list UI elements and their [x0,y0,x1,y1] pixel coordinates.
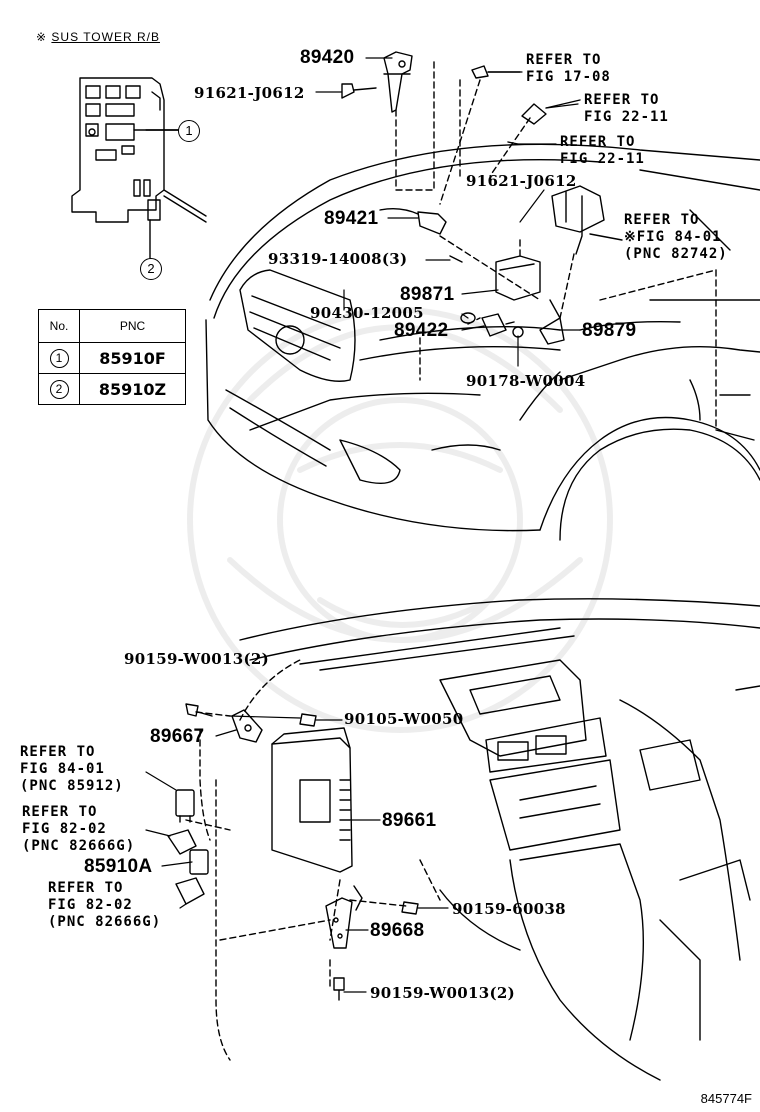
part-label-90159-w0013-bottom: 90159-W0013(2) [370,984,516,1002]
row-number-circle: 1 [49,348,69,368]
part-label-90105-w0050: 90105-W0050 [344,710,464,728]
pnc-value: 85910Z [79,373,186,405]
part-label-90178-w0004: 90178-W0004 [466,372,586,390]
pnc-table-header-pnc: PNC [79,309,186,343]
part-label-89421: 89421 [324,208,379,229]
refer-fig-84-01-pnc-85912: REFER TO FIG 84-01 (PNC 85912) [20,744,124,794]
refer-fig-22-11-b: REFER TO FIG 22-11 [560,134,645,167]
header-note: ※ SUS TOWER R/B [36,30,160,44]
leader-lines-bottom [145,715,449,993]
part-label-90159-w0013-top: 90159-W0013(2) [124,650,270,668]
part-label-89422: 89422 [394,320,449,341]
top-parts-drawing [341,51,717,431]
asterisk-symbol: ※ [36,30,48,44]
refer-fig-82-02-pnc-82666g-b: REFER TO FIG 82-02 (PNC 82666G) [48,880,162,930]
part-label-90159-60038: 90159-60038 [452,900,566,918]
part-label-91621-j0612-a: 91621-J0612 [194,84,305,102]
row-number-circle: 2 [49,379,69,399]
table-row: 2 85910Z [38,373,186,405]
part-label-85910a: 85910A [84,856,153,877]
leader-lines-top [315,57,581,367]
part-label-89871: 89871 [400,284,455,305]
part-label-89667: 89667 [150,726,205,747]
dashboard-drawing [239,598,760,1081]
part-label-89420: 89420 [300,47,355,68]
header-note-text: SUS TOWER R/B [51,30,160,44]
bottom-parts-drawing [167,703,419,1001]
part-label-91621-j0612-b: 91621-J0612 [466,172,577,190]
part-label-89668: 89668 [370,920,425,941]
watermark-emblem [187,307,613,733]
refer-fig-82-02-pnc-82666g-a: REFER TO FIG 82-02 (PNC 82666G) [22,804,136,854]
pnc-table: No. PNC 1 85910F 2 85910Z [38,309,186,405]
part-label-93319-14008: 93319-14008(3) [268,250,408,268]
part-label-89879: 89879 [582,320,637,341]
table-row: 1 85910F [38,342,186,374]
callout-2: 2 [140,258,162,280]
figure-number: 845774F [700,1091,752,1106]
pnc-table-header-no: No. [38,309,80,343]
refer-fig-17-08: REFER TO FIG 17-08 [526,52,611,85]
car-front-drawing [205,143,760,541]
part-label-89661: 89661 [382,810,437,831]
refer-fig-84-01-pnc-82742: REFER TO ※FIG 84-01 (PNC 82742) [624,212,728,262]
pnc-value: 85910F [79,342,186,374]
refer-fig-22-11-a: REFER TO FIG 22-11 [584,92,669,125]
callout-1: 1 [178,120,200,142]
part-label-90430-12005: 90430-12005 [310,304,424,322]
relay-block-drawing [71,77,207,259]
